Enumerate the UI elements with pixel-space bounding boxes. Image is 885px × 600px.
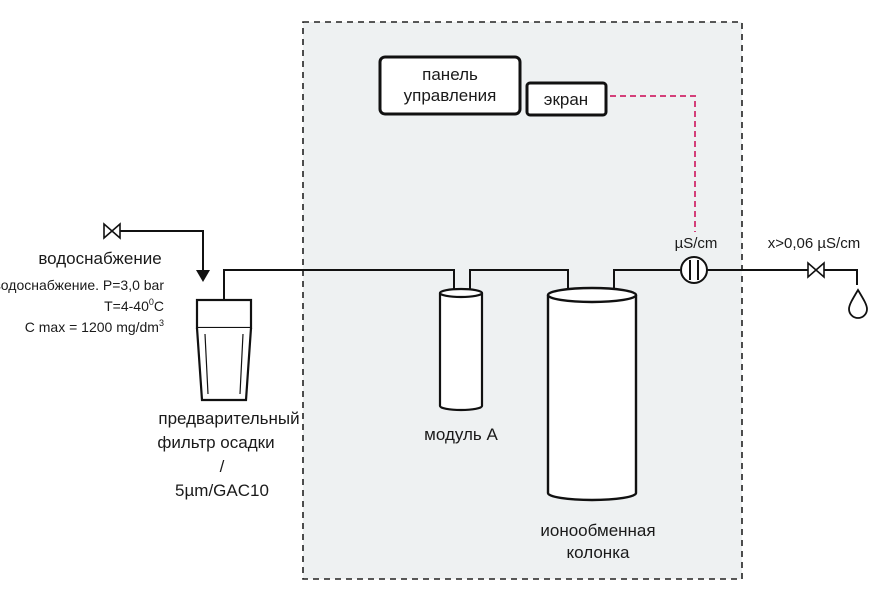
conductivity-sensor-icon — [680, 256, 708, 284]
pipe-module-to-column — [469, 269, 569, 290]
water-supply-pressure: водоснабжение. P=3,0 bar — [0, 277, 164, 293]
prefilter-label-line2: фильтр осадки — [157, 433, 274, 452]
prefilter-label-line4: 5µm/GAC10 — [175, 481, 269, 500]
control-panel-label-line2: управления — [404, 86, 497, 105]
screen-box — [525, 81, 608, 117]
prefilter-label-line1: предварительный — [158, 409, 299, 428]
screen-label: экран — [544, 90, 588, 109]
prefilter-icon — [195, 298, 253, 402]
outlet-label: x>0,06 µS/cm — [768, 235, 860, 252]
supply-valve-icon — [103, 222, 121, 240]
sensor-label: µS/cm — [675, 235, 718, 252]
ion-column-label-line2: колонка — [567, 543, 630, 562]
prefilter-label-line3: / — [220, 457, 225, 476]
control-panel-label-line1: панель — [422, 65, 478, 84]
water-supply-title: водоснабжение — [38, 249, 161, 268]
supply-arrow-icon — [196, 270, 210, 282]
water-supply-temperature: T=4-400C — [104, 297, 164, 314]
pipe-to-tap — [824, 269, 858, 285]
control-panel-box — [378, 55, 522, 116]
ion-column-label-line1: ионообменная — [540, 521, 655, 540]
module-a-label: модуль А — [424, 425, 498, 444]
water-drop-icon — [848, 288, 868, 319]
ion-exchange-column-icon — [546, 286, 638, 502]
pipe-column-to-sensor — [613, 269, 680, 290]
system-enclosure — [302, 21, 743, 580]
water-supply-cmax: C max = 1200 mg/dm3 — [25, 318, 164, 335]
module-a-icon — [438, 287, 484, 412]
supply-line — [120, 230, 204, 272]
pipe-prefilter-to-module — [223, 269, 455, 299]
outlet-valve-icon — [807, 261, 825, 279]
signal-line — [610, 95, 696, 232]
